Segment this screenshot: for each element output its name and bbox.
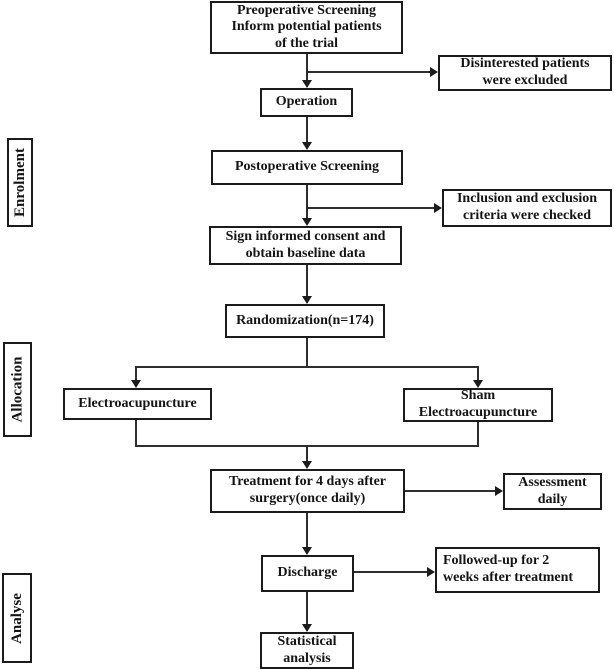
node-text-line: Treatment for 4 days after <box>228 474 387 490</box>
node-randomization: Randomization(n=174) <box>225 304 385 338</box>
node-text-line: Randomization(n=174) <box>236 312 374 328</box>
node-text-line: Operation <box>275 94 338 110</box>
stage-label-enrolment-text: Enrolment <box>11 148 28 217</box>
stage-label-allocation-text: Allocation <box>9 356 25 423</box>
node-text-line: were excluded <box>482 73 568 88</box>
connector-discharge-to-followup <box>354 571 427 573</box>
arrow-down-icon <box>473 380 483 388</box>
node-treatment: Treatment for 4 days after surgery(once … <box>210 469 405 513</box>
connector-discharge-to-statistical <box>306 592 308 624</box>
node-text-line: daily <box>537 491 568 507</box>
arrow-down-icon <box>302 624 312 632</box>
arrow-down-icon <box>302 80 312 88</box>
node-text-line: analysis <box>283 650 331 666</box>
connector-branch-to-electro <box>135 366 137 380</box>
arrow-down-icon <box>131 380 141 388</box>
connector-treatment-to-discharge <box>306 513 308 547</box>
arrow-down-icon <box>302 547 312 555</box>
node-text-line: Sham <box>460 388 496 404</box>
arrow-down-icon <box>302 218 312 226</box>
node-preoperative-screening: Preoperative Screening Inform potential … <box>210 1 403 54</box>
arrow-right-icon <box>427 567 435 577</box>
node-electroacupuncture: Electroacupuncture <box>63 388 212 420</box>
node-text-line: Followed-up for 2 <box>443 553 550 569</box>
node-disinterested-excluded: Disinterested patients were excluded <box>438 55 612 91</box>
node-text-line: obtain baseline data <box>245 245 366 261</box>
node-inclusion-exclusion-checked: Inclusion and exclusion criteria were ch… <box>442 189 612 227</box>
connector-operation-to-postop <box>306 117 308 142</box>
node-text-line: weeks after treatment <box>443 570 574 585</box>
arrow-right-icon <box>430 67 438 77</box>
connector-preop-to-operation <box>306 54 308 81</box>
node-statistical-analysis: Statistical analysis <box>260 632 354 669</box>
node-text-line: Inclusion and exclusion <box>456 191 598 207</box>
node-text-line: Electroacupuncture <box>78 395 197 411</box>
node-sham-electroacupuncture: Sham Electroacupuncture <box>403 388 553 422</box>
connector-sham-down <box>477 422 479 447</box>
node-text-line: Preoperative Screening <box>236 2 377 18</box>
connector-treatment-to-assessment <box>405 490 495 492</box>
node-followup: Followed-up for 2 weeks after treatment <box>435 547 600 593</box>
arrow-right-icon <box>495 486 503 496</box>
connector-postop-to-consent <box>306 185 308 218</box>
connector-consent-to-randomization <box>306 265 308 296</box>
node-text-line: Postoperative Screening <box>235 159 379 175</box>
arrow-down-icon <box>302 142 312 150</box>
node-informed-consent: Sign informed consent and obtain baselin… <box>209 226 402 265</box>
node-text-line: Assessment <box>518 474 587 490</box>
node-text-line: Electroacupuncture <box>418 405 538 420</box>
connector-randomization-stem <box>306 338 308 366</box>
stage-label-enrolment: Enrolment <box>7 138 33 227</box>
node-text-line: Statistical <box>277 633 337 649</box>
arrow-down-icon <box>302 461 312 469</box>
connector-branch-to-sham <box>477 366 479 380</box>
node-text-line: Inform potential patients <box>231 19 382 35</box>
arrow-right-icon <box>434 203 442 213</box>
connector-postop-to-inclusion <box>307 207 434 209</box>
arrow-down-icon <box>302 296 312 304</box>
node-text-line: criteria were checked <box>462 208 591 223</box>
connector-merge-to-treatment <box>306 445 308 461</box>
node-text-line: Discharge <box>277 565 338 581</box>
node-text-line: surgery(once daily) <box>249 491 366 506</box>
stage-label-allocation: Allocation <box>3 342 32 437</box>
node-postoperative-screening: Postoperative Screening <box>211 150 403 185</box>
connector-preop-to-disinterested <box>307 71 430 73</box>
connector-electro-down <box>135 420 137 447</box>
connector-branch-top <box>135 366 479 368</box>
stage-label-analyse: Analyse <box>2 573 32 663</box>
node-operation: Operation <box>260 88 353 117</box>
node-text-line: of the trial <box>275 35 338 51</box>
node-assessment-daily: Assessment daily <box>503 473 602 510</box>
node-discharge: Discharge <box>261 555 354 592</box>
stage-label-analyse-text: Analyse <box>8 592 25 644</box>
node-text-line: Sign informed consent and <box>225 228 386 244</box>
node-text-line: Disinterested patients <box>460 56 590 72</box>
